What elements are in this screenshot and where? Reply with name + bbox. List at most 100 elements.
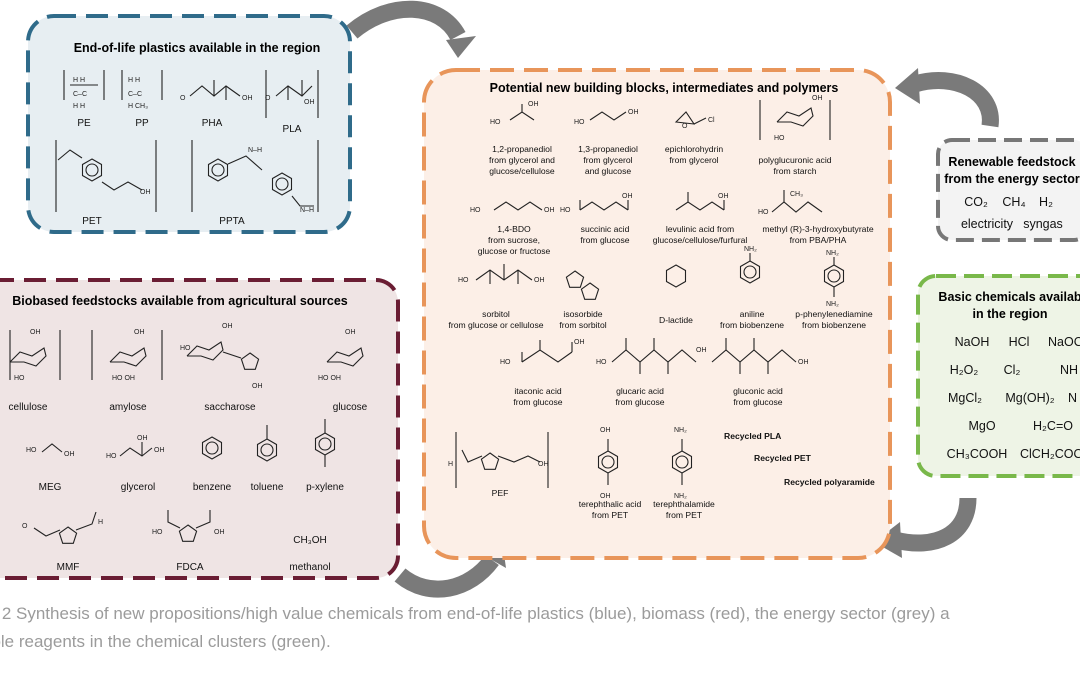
svg-text:H H: H H	[128, 77, 140, 84]
compound-label: from sucrose,	[488, 235, 540, 245]
figure-caption: re 2 Synthesis of new propositions/high …	[0, 600, 1080, 656]
compound-label: methyl (R)-3-hydroxybutyrate	[762, 224, 873, 234]
meg-structure-icon: HO OH	[26, 443, 75, 458]
biobased-panel-title: Biobased feedstocks available from agric…	[12, 294, 348, 308]
basic-item: MgO	[968, 419, 995, 433]
svg-text:O: O	[22, 523, 28, 530]
svg-text:O: O	[180, 95, 186, 102]
bio-fdca-label: FDCA	[176, 562, 204, 573]
svg-text:CH₃: CH₃	[790, 191, 803, 198]
svg-text:OH: OH	[538, 461, 549, 468]
bio-methanol-label: methanol	[289, 562, 330, 573]
svg-text:HO: HO	[152, 529, 163, 536]
svg-text:HO: HO	[574, 119, 585, 126]
biobased-panel-box	[0, 278, 400, 580]
compound-label: from starch	[774, 166, 817, 176]
center-panel: Potential new building blocks, intermedi…	[422, 68, 892, 560]
svg-text:HO OH: HO OH	[112, 375, 135, 382]
arrow-energy-to-center	[895, 68, 999, 128]
bio-amylose-label: amylose	[109, 402, 147, 413]
svg-text:HO OH: HO OH	[318, 375, 341, 382]
basic-item: N	[1068, 391, 1077, 405]
toluene-structure-icon	[256, 425, 278, 462]
bio-toluene-label: toluene	[251, 482, 284, 493]
recycled-pla-label: Recycled PLA	[724, 431, 781, 441]
basic-item: Mg(OH)₂	[1005, 391, 1054, 405]
svg-text:HO: HO	[470, 207, 481, 214]
energy-panel-box	[936, 138, 1080, 242]
svg-text:OH: OH	[222, 323, 233, 330]
svg-text:OH: OH	[64, 451, 75, 458]
compound-label: succinic acid	[581, 224, 630, 234]
compound-label: from glucose	[513, 397, 562, 407]
svg-text:H H: H H	[73, 77, 85, 84]
energy-item-ch4: CH₄	[1002, 195, 1025, 209]
compound-label: from glucose or cellulose	[448, 320, 543, 330]
svg-text:C‒C: C‒C	[73, 91, 87, 98]
compound-label: from PET	[592, 510, 629, 520]
basic-chemicals-panel: Basic chemicals availab in the region Na…	[916, 274, 1080, 478]
bio-meg-label: MEG	[39, 482, 62, 493]
compound-label: from glycerol	[583, 155, 632, 165]
compound-label: 1,2-propanediol	[492, 144, 552, 154]
compound-label: sorbitol	[482, 309, 510, 319]
svg-text:OH: OH	[718, 193, 729, 200]
svg-text:OH: OH	[798, 359, 809, 366]
pp-structure-icon: H H C‒C H CH₃	[121, 70, 163, 110]
pe-structure-icon: H H C‒C H H	[63, 70, 105, 110]
compound-label: from glucose	[733, 397, 782, 407]
compound-label: polyglucuronic acid	[758, 155, 831, 165]
svg-text:HO: HO	[106, 453, 117, 460]
svg-text:NH₂: NH₂	[826, 250, 839, 257]
svg-text:HO: HO	[560, 207, 571, 214]
compound-label: aniline	[740, 309, 765, 319]
bio-glucose-label: glucose	[333, 402, 368, 413]
compound-label: 1,3-propanediol	[578, 144, 638, 154]
basic-item: Cl₂	[1004, 363, 1021, 377]
svg-text:OH: OH	[252, 383, 263, 390]
compound-label: terephthalamide	[653, 499, 715, 509]
svg-text:C‒C: C‒C	[128, 91, 142, 98]
svg-text:OH: OH	[622, 193, 633, 200]
compound-label: isosorbide	[563, 309, 602, 319]
caption-line-1: re 2 Synthesis of new propositions/high …	[0, 604, 950, 623]
bio-mmf-label: MMF	[57, 562, 80, 573]
basic-panel-title-line1: Basic chemicals availab	[938, 290, 1080, 304]
plastics-panel: End-of-life plastics available in the re…	[26, 14, 352, 234]
fdca-structure-icon: HO OH	[152, 510, 225, 542]
glucose-structure-icon: OH HO OH	[318, 329, 364, 382]
svg-text:HO: HO	[490, 119, 501, 126]
svg-text:HO: HO	[458, 277, 469, 284]
plastic-pe-label: PE	[77, 118, 91, 129]
energy-item-syngas: syngas	[1023, 217, 1063, 231]
basic-item: NaOH	[955, 335, 990, 349]
svg-text:H: H	[98, 519, 103, 526]
basic-item: NH	[1060, 363, 1078, 377]
plastic-pla-label: PLA	[283, 124, 302, 135]
svg-text:NH₂: NH₂	[674, 493, 687, 500]
energy-panel-title-line1: Renewable feedstock	[948, 155, 1075, 169]
plastic-ppta-label: PPTA	[219, 216, 245, 227]
compound-label: from glycerol and	[489, 155, 555, 165]
compound-label: from glucose	[615, 397, 664, 407]
center-structure-icons	[455, 100, 845, 488]
svg-text:NH₂: NH₂	[744, 246, 757, 253]
compound-label: glucaric acid	[616, 386, 664, 396]
compound-label: from PBA/PHA	[790, 235, 847, 245]
svg-text:OH: OH	[242, 95, 253, 102]
basic-item: H₂C=O	[1033, 419, 1073, 433]
recycled-polyaramide-label: Recycled polyaramide	[784, 477, 875, 487]
plastic-pha-label: PHA	[202, 118, 223, 129]
energy-panel-title-line2: from the energy sector	[944, 172, 1080, 186]
plastic-pp-label: PP	[135, 118, 149, 129]
svg-text:N‒H: N‒H	[300, 207, 314, 214]
svg-text:OH: OH	[154, 447, 165, 454]
compound-label: glucose/cellulose/furfural	[653, 235, 748, 245]
center-panel-title: Potential new building blocks, intermedi…	[490, 81, 839, 95]
basic-item: NaOC	[1048, 335, 1080, 349]
svg-text:H: H	[448, 461, 453, 468]
svg-text:H H: H H	[73, 103, 85, 110]
compound-label: glucose or fructose	[478, 246, 551, 256]
plastic-pet-label: PET	[82, 216, 101, 227]
